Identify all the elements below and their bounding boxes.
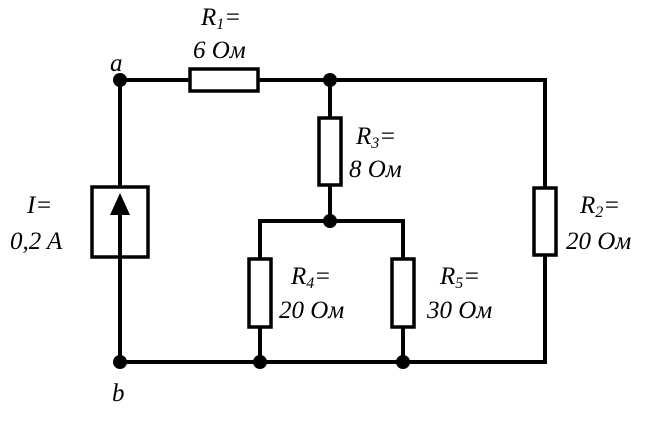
current-source-arrow-icon: [110, 193, 130, 215]
r3-symbol-label: R3=: [356, 123, 397, 152]
resistor-r5: [390, 257, 416, 329]
r5-symbol-label: R5=: [440, 263, 481, 292]
node-b-label: b: [112, 380, 125, 407]
junction-top-r3: [323, 73, 337, 87]
junction-bottom-r4: [253, 355, 267, 369]
resistor-r3: [317, 116, 343, 187]
r2-symbol-label: R2=: [580, 192, 621, 221]
r2-value-label: 20 Ом: [566, 228, 632, 255]
source-value-label: 0,2 A: [10, 228, 63, 255]
r4-value-label: 20 Ом: [279, 297, 345, 324]
r1-symbol-label: R1=: [201, 4, 242, 33]
node-a-label: a: [110, 50, 123, 77]
r3-value-label: 8 Ом: [349, 156, 402, 183]
r1-value-label: 6 Ом: [193, 37, 246, 64]
current-source: [90, 185, 150, 259]
r5-value-label: 30 Ом: [427, 297, 493, 324]
resistor-r1: [188, 67, 260, 93]
junction-node-a: [113, 73, 127, 87]
r4-symbol-label: R4=: [291, 263, 332, 292]
source-name-label: I=: [27, 192, 53, 219]
junction-node-b: [113, 355, 127, 369]
resistor-r4: [247, 257, 273, 329]
junction-bottom-r5: [396, 355, 410, 369]
resistor-r2: [532, 186, 558, 257]
junction-r4-r5: [323, 214, 337, 228]
